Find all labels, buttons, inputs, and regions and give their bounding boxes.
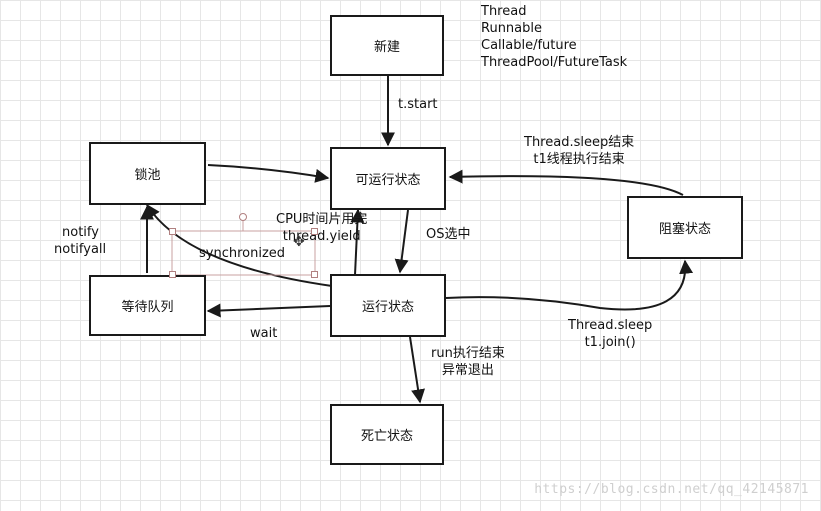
rotate-handle[interactable] xyxy=(239,213,247,221)
label-cpu-yield-line: CPU时间片用完 xyxy=(276,212,368,227)
node-blocked[interactable]: 阻塞状态 xyxy=(627,196,743,259)
label-creation-line: Runnable xyxy=(481,21,542,36)
label-creation-line: Callable/future xyxy=(481,38,577,53)
watermark: https://blog.csdn.net/qq_42145871 xyxy=(534,482,809,497)
node-new[interactable]: 新建 xyxy=(330,15,444,76)
label-cpu-yield-line: thread.yield xyxy=(282,229,361,244)
label-run-end-line: 异常退出 xyxy=(441,363,494,378)
resize-handle[interactable] xyxy=(311,271,318,278)
label-notify-line: notify xyxy=(62,225,99,240)
node-runnable[interactable]: 可运行状态 xyxy=(330,147,446,210)
node-dead[interactable]: 死亡状态 xyxy=(330,404,444,465)
label-cpu-yield: CPU时间片用完 thread.yield xyxy=(276,211,367,245)
label-os-select: OS选中 xyxy=(426,227,471,242)
label-wait: wait xyxy=(250,326,278,341)
label-sleep-join-line: t1.join() xyxy=(584,335,636,350)
arrow-runnable-to-running xyxy=(394,209,409,274)
label-sleep-end-line: Thread.sleep结束 xyxy=(524,135,635,150)
resize-handle[interactable] xyxy=(169,228,176,235)
arrow-running-to-runnable xyxy=(350,208,365,276)
arrow-lockpool-to-runnable xyxy=(207,164,330,183)
node-lock-pool[interactable]: 锁池 xyxy=(89,142,206,205)
resize-handle[interactable] xyxy=(311,228,318,235)
label-notify-line: notifyall xyxy=(54,242,107,257)
move-cursor-icon: ✥ xyxy=(293,234,305,250)
label-creation-line: ThreadPool/FutureTask xyxy=(481,55,628,70)
node-wait-queue[interactable]: 等待队列 xyxy=(89,275,206,336)
label-sleep-join-line: Thread.sleep xyxy=(568,318,653,333)
label-notify: notify notifyall xyxy=(54,224,106,258)
label-run-end: run执行结束 异常退出 xyxy=(431,345,505,379)
arrow-running-to-dead xyxy=(409,336,426,404)
label-sleep-end-line: t1线程执行结束 xyxy=(533,152,625,167)
label-creation-line: Thread xyxy=(481,4,527,19)
label-sleep-end: Thread.sleep结束 t1线程执行结束 xyxy=(524,134,634,168)
arrow-running-to-waitqueue xyxy=(206,303,331,318)
arrow-blocked-to-runnable xyxy=(448,169,684,196)
arrow-running-to-blocked xyxy=(445,259,694,311)
label-t-start: t.start xyxy=(398,97,438,112)
resize-handle[interactable] xyxy=(169,271,176,278)
node-running[interactable]: 运行状态 xyxy=(330,274,446,337)
label-creation-methods: Thread Runnable Callable/future ThreadPo… xyxy=(481,3,627,71)
label-synchronized[interactable]: synchronized xyxy=(199,246,286,261)
label-run-end-line: run执行结束 xyxy=(431,346,505,361)
arrow-running-to-lockpool xyxy=(146,203,333,287)
label-sleep-join: Thread.sleep t1.join() xyxy=(568,317,652,351)
